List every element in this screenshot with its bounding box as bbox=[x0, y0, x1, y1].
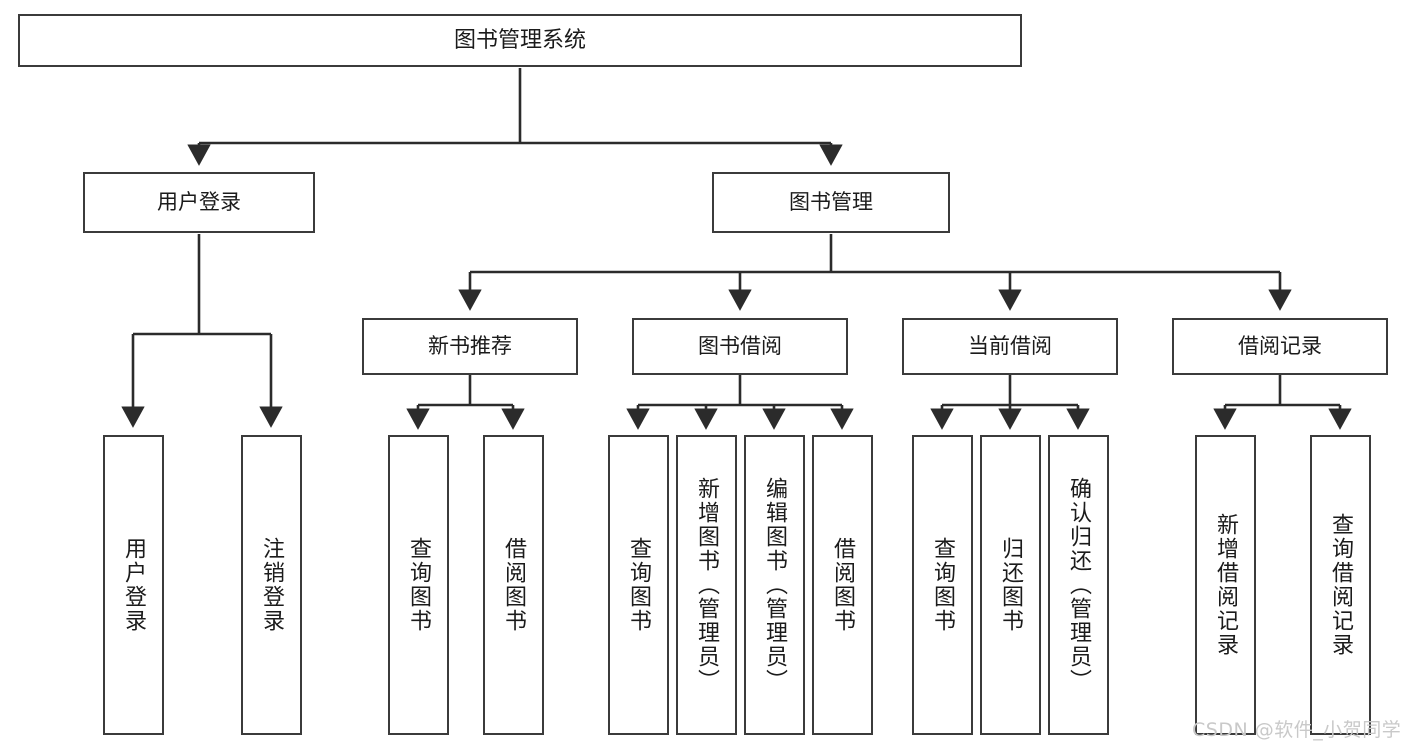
node-borrow-record[interactable]: 借阅记录 bbox=[1172, 318, 1388, 375]
leaf-add-book-label: 新增图书（管理员） bbox=[694, 477, 720, 693]
leaf-query-book-2[interactable]: 查询图书 bbox=[608, 435, 669, 735]
leaf-query-record-label: 查询借阅记录 bbox=[1328, 513, 1354, 657]
leaf-query-book-1-label: 查询图书 bbox=[406, 537, 432, 633]
leaf-borrow-book-1[interactable]: 借阅图书 bbox=[483, 435, 544, 735]
leaf-edit-book[interactable]: 编辑图书（管理员） bbox=[744, 435, 805, 735]
leaf-query-book-2-label: 查询图书 bbox=[626, 537, 652, 633]
leaf-query-book-1[interactable]: 查询图书 bbox=[388, 435, 449, 735]
node-book-management-label: 图书管理 bbox=[789, 190, 873, 215]
node-new-book-recommend-label: 新书推荐 bbox=[428, 334, 512, 359]
leaf-query-book-3[interactable]: 查询图书 bbox=[912, 435, 973, 735]
leaf-user-login-label: 用户登录 bbox=[121, 537, 147, 633]
watermark: CSDN @软件_小贺同学 bbox=[1192, 719, 1402, 741]
node-root[interactable]: 图书管理系统 bbox=[18, 14, 1022, 67]
node-user-login[interactable]: 用户登录 bbox=[83, 172, 315, 233]
node-book-borrow-label: 图书借阅 bbox=[698, 334, 782, 359]
node-book-management[interactable]: 图书管理 bbox=[712, 172, 950, 233]
leaf-add-book[interactable]: 新增图书（管理员） bbox=[676, 435, 737, 735]
leaf-borrow-book-2-label: 借阅图书 bbox=[830, 537, 856, 633]
leaf-user-login[interactable]: 用户登录 bbox=[103, 435, 164, 735]
node-current-borrow-label: 当前借阅 bbox=[968, 334, 1052, 359]
leaf-confirm-return[interactable]: 确认归还（管理员） bbox=[1048, 435, 1109, 735]
node-book-borrow[interactable]: 图书借阅 bbox=[632, 318, 848, 375]
node-current-borrow[interactable]: 当前借阅 bbox=[902, 318, 1118, 375]
leaf-add-record[interactable]: 新增借阅记录 bbox=[1195, 435, 1256, 735]
leaf-return-book-label: 归还图书 bbox=[998, 537, 1024, 633]
leaf-query-book-3-label: 查询图书 bbox=[930, 537, 956, 633]
leaf-add-record-label: 新增借阅记录 bbox=[1213, 513, 1239, 657]
leaf-borrow-book-2[interactable]: 借阅图书 bbox=[812, 435, 873, 735]
node-root-label: 图书管理系统 bbox=[453, 27, 586, 53]
leaf-confirm-return-label: 确认归还（管理员） bbox=[1066, 477, 1092, 693]
node-borrow-record-label: 借阅记录 bbox=[1238, 334, 1322, 359]
node-new-book-recommend[interactable]: 新书推荐 bbox=[362, 318, 578, 375]
leaf-edit-book-label: 编辑图书（管理员） bbox=[762, 477, 788, 693]
leaf-query-record[interactable]: 查询借阅记录 bbox=[1310, 435, 1371, 735]
leaf-return-book[interactable]: 归还图书 bbox=[980, 435, 1041, 735]
leaf-logout-login[interactable]: 注销登录 bbox=[241, 435, 302, 735]
node-user-login-label: 用户登录 bbox=[157, 190, 241, 215]
leaf-logout-login-label: 注销登录 bbox=[259, 537, 285, 633]
leaf-borrow-book-1-label: 借阅图书 bbox=[501, 537, 527, 633]
